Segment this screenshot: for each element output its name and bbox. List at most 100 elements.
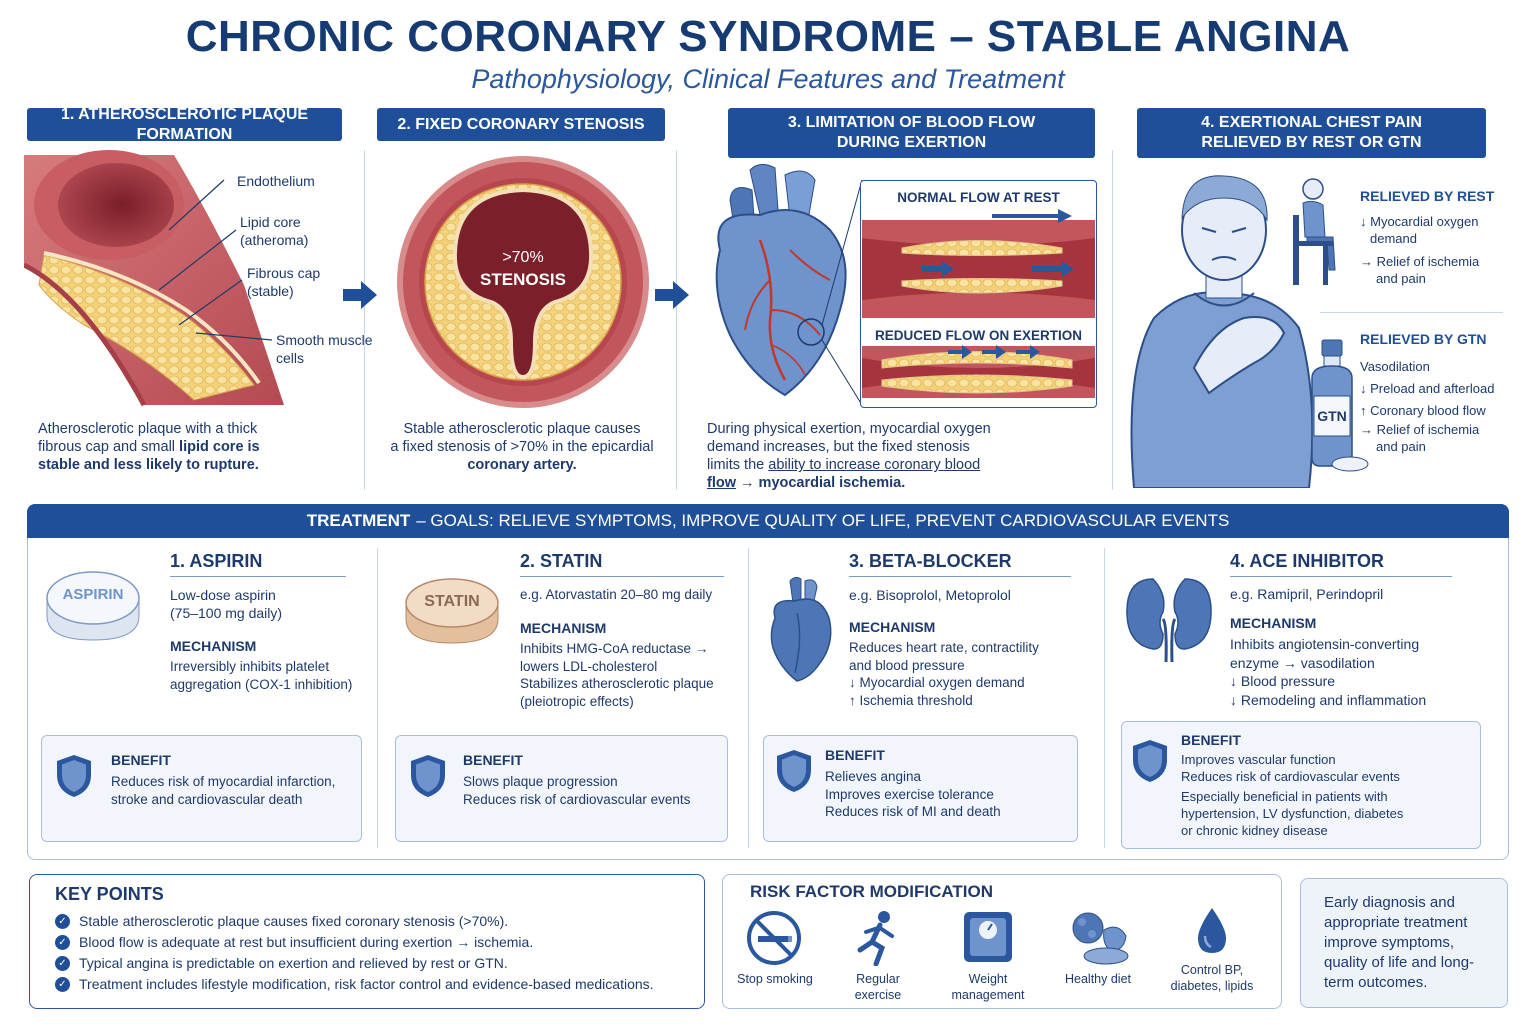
label-endothelium: Endothelium	[237, 173, 315, 189]
key-point-text: Typical angina is predictable on exertio…	[79, 955, 508, 971]
mechanism-line: ↓ Blood pressure	[1230, 673, 1336, 690]
heart-illustration	[715, 164, 863, 406]
page-title: CHRONIC CORONARY SYNDROME – STABLE ANGIN…	[185, 12, 1351, 61]
key-point-text: Blood flow is adequate at rest but insuf…	[79, 934, 534, 950]
mechanism-line: lowers LDL-cholesterol	[520, 658, 658, 674]
shield-icon	[57, 755, 91, 797]
step-4-header: 4. EXERTIONAL CHEST PAIN RELIEVED BY RES…	[1137, 108, 1486, 158]
shield-icon	[777, 750, 811, 792]
step-divider	[1112, 150, 1113, 490]
benefit-line: Slows plaque progression	[463, 774, 618, 789]
arrow-right-icon	[343, 281, 377, 309]
mechanism-line: Reduces heart rate, contractility	[849, 640, 1039, 655]
blood-drop-icon	[1198, 908, 1226, 953]
step-2-header: 2. FIXED CORONARY STENOSIS	[377, 108, 665, 141]
step-1-caption-line-2: fibrous cap and small lipid core is	[38, 438, 338, 456]
drug-aspirin-benefit: Reduces risk of myocardial infarction, s…	[111, 773, 335, 808]
gtn-line: ↓ Preload and afterload	[1360, 381, 1495, 397]
drug-aspirin-benefit-box	[41, 735, 362, 842]
shield-icon	[411, 755, 445, 797]
check-icon: ✓	[55, 913, 70, 929]
label-lipid-core-line-1: Lipid core	[240, 214, 301, 230]
rest-line: ↓ Myocardial oxygen	[1360, 214, 1479, 229]
mechanism-line: (pleiotropic effects)	[520, 693, 634, 709]
risk-factor-label-line: Regular	[856, 972, 900, 986]
treatment-bar-text: – GOALS: RELIEVE SYMPTOMS, IMPROVE QUALI…	[416, 511, 1230, 530]
arrow-right-icon	[655, 281, 689, 309]
benefit-line: Reduces risk of cardiovascular events	[1181, 768, 1400, 784]
risk-factor-label: Control BP, diabetes, lipids	[1158, 963, 1266, 994]
step-2-caption: Stable atherosclerotic plaque causes a f…	[372, 420, 672, 474]
key-point-item: ✓Typical angina is predictable on exerti…	[55, 955, 508, 971]
mechanism-line: ↑ Ischemia threshold	[849, 692, 973, 708]
key-points-title: KEY POINTS	[55, 884, 164, 904]
relieved-by-gtn-title: RELIEVED BY GTN	[1360, 331, 1487, 347]
step-3-caption: During physical exertion, myocardial oxy…	[707, 420, 1037, 493]
drug-statin-title: 2. STATIN	[520, 551, 724, 577]
drug-statin-benefit: Slows plaque progression Reduces risk of…	[463, 773, 690, 808]
drug-statin-benefit-box	[395, 735, 728, 842]
risk-factor-label: Regular exercise	[828, 972, 928, 1003]
risk-factor-label-line: diabetes, lipids	[1170, 978, 1254, 993]
gtn-label: GTN	[1317, 408, 1347, 424]
drug-beta-blocker-mechanism-title: MECHANISM	[849, 619, 936, 635]
step-1-header: 1. ATHEROSCLEROTIC PLAQUE FORMATION	[27, 106, 342, 143]
aspirin-pill-label: ASPIRIN	[62, 586, 124, 603]
shield-icon	[1133, 740, 1167, 782]
risk-factor-label: Weight management	[938, 972, 1038, 1003]
flow-exertion-title: REDUCED FLOW ON EXERTION	[874, 328, 1082, 343]
step-3-caption-ischemia: → myocardial ischemia.	[736, 475, 906, 492]
risk-factor-label-line: management	[951, 987, 1025, 1002]
benefit-line: Improves exercise tolerance	[825, 786, 994, 802]
step-3-caption-line-2: demand increases, but the fixed stenosis	[707, 439, 970, 456]
running-person-icon	[857, 911, 894, 966]
label-smooth-muscle: Smooth muscle cells	[276, 331, 372, 367]
step-3-header: 3. LIMITATION OF BLOOD FLOW DURING EXERT…	[728, 108, 1095, 158]
label-lipid-core: Lipid core (atheroma)	[240, 213, 308, 249]
benefit-line: Reduces risk of cardiovascular events	[463, 791, 691, 807]
drug-aspirin-dose: Low-dose aspirin (75–100 mg daily)	[170, 586, 282, 622]
drug-statin-mechanism: Inhibits HMG-CoA reductase → lowers LDL-…	[520, 640, 714, 710]
step-3-caption-line-3: limits the ability to increase coronary …	[707, 456, 1037, 474]
statin-pill-icon	[405, 578, 499, 644]
mechanism-line: Inhibits HMG-CoA reductase →	[520, 641, 709, 656]
mechanism-line: Irreversibly inhibits platelet	[170, 659, 330, 674]
drug-ace-inhibitor-examples: e.g. Ramipril, Perindopril	[1230, 586, 1384, 602]
rest-line: and pain	[1376, 270, 1426, 286]
step-4-header-line-1: 4. EXERTIONAL CHEST PAIN	[1201, 114, 1422, 131]
key-point-item: ✓ Stable atherosclerotic plaque causes fi…	[55, 913, 508, 929]
drug-ace-inhibitor-mechanism-title: MECHANISM	[1230, 615, 1317, 631]
benefit-line: Especially beneficial in patients with	[1181, 788, 1388, 804]
step-divider	[364, 150, 365, 490]
benefit-line: Relieves angina	[825, 769, 922, 784]
drug-ace-inhibitor-mechanism: Inhibits angiotensin-converting enzyme →…	[1230, 635, 1426, 709]
page-subtitle: Pathophysiology, Clinical Features and T…	[471, 64, 1065, 94]
benefit-line: Reduces risk of MI and death	[825, 804, 1001, 820]
vessel-flow-illustration	[862, 209, 1095, 398]
drug-beta-blocker-benefit-box	[763, 735, 1078, 842]
relieved-by-gtn-text: Vasodilation ↓ Preload and afterload ↑ C…	[1360, 356, 1494, 456]
benefit-line: or chronic kidney disease	[1181, 822, 1328, 838]
key-points-box	[29, 874, 705, 1009]
stenosis-cross-section	[397, 156, 649, 408]
key-point-text: Treatment includes lifestyle modificatio…	[79, 976, 654, 992]
drug-divider	[377, 548, 378, 848]
step-3-caption-line-1: During physical exertion, myocardial oxy…	[707, 421, 991, 437]
step-3-header-line-2: DURING EXERTION	[836, 134, 987, 151]
dose-line: Low-dose aspirin	[170, 587, 276, 603]
drug-aspirin-benefit-title: BENEFIT	[111, 752, 171, 768]
benefit-line: Improves vascular function	[1181, 752, 1336, 767]
check-icon: ✓	[55, 976, 70, 992]
aspirin-pill-icon	[46, 571, 140, 641]
step-2-caption-line-1: Stable atherosclerotic plaque causes	[403, 421, 641, 437]
drug-beta-blocker-benefit: Relieves angina Improves exercise tolera…	[825, 768, 1001, 821]
drug-ace-inhibitor-title: 4. ACE INHIBITOR	[1230, 551, 1452, 577]
drug-statin-benefit-title: BENEFIT	[463, 752, 523, 768]
gtn-bottle-icon	[1311, 339, 1369, 472]
stenosis-label: >70% STENOSIS	[438, 247, 608, 292]
key-point-text: Stable atherosclerotic plaque causes fix…	[79, 913, 509, 929]
step-1-caption-bold: lipid core is	[179, 439, 260, 456]
step-2-caption-line-2: a fixed stenosis of >70% in the epicardi…	[390, 439, 654, 456]
drug-aspirin-mechanism-title: MECHANISM	[170, 638, 257, 654]
risk-factor-label-line: Control BP,	[1180, 963, 1244, 977]
